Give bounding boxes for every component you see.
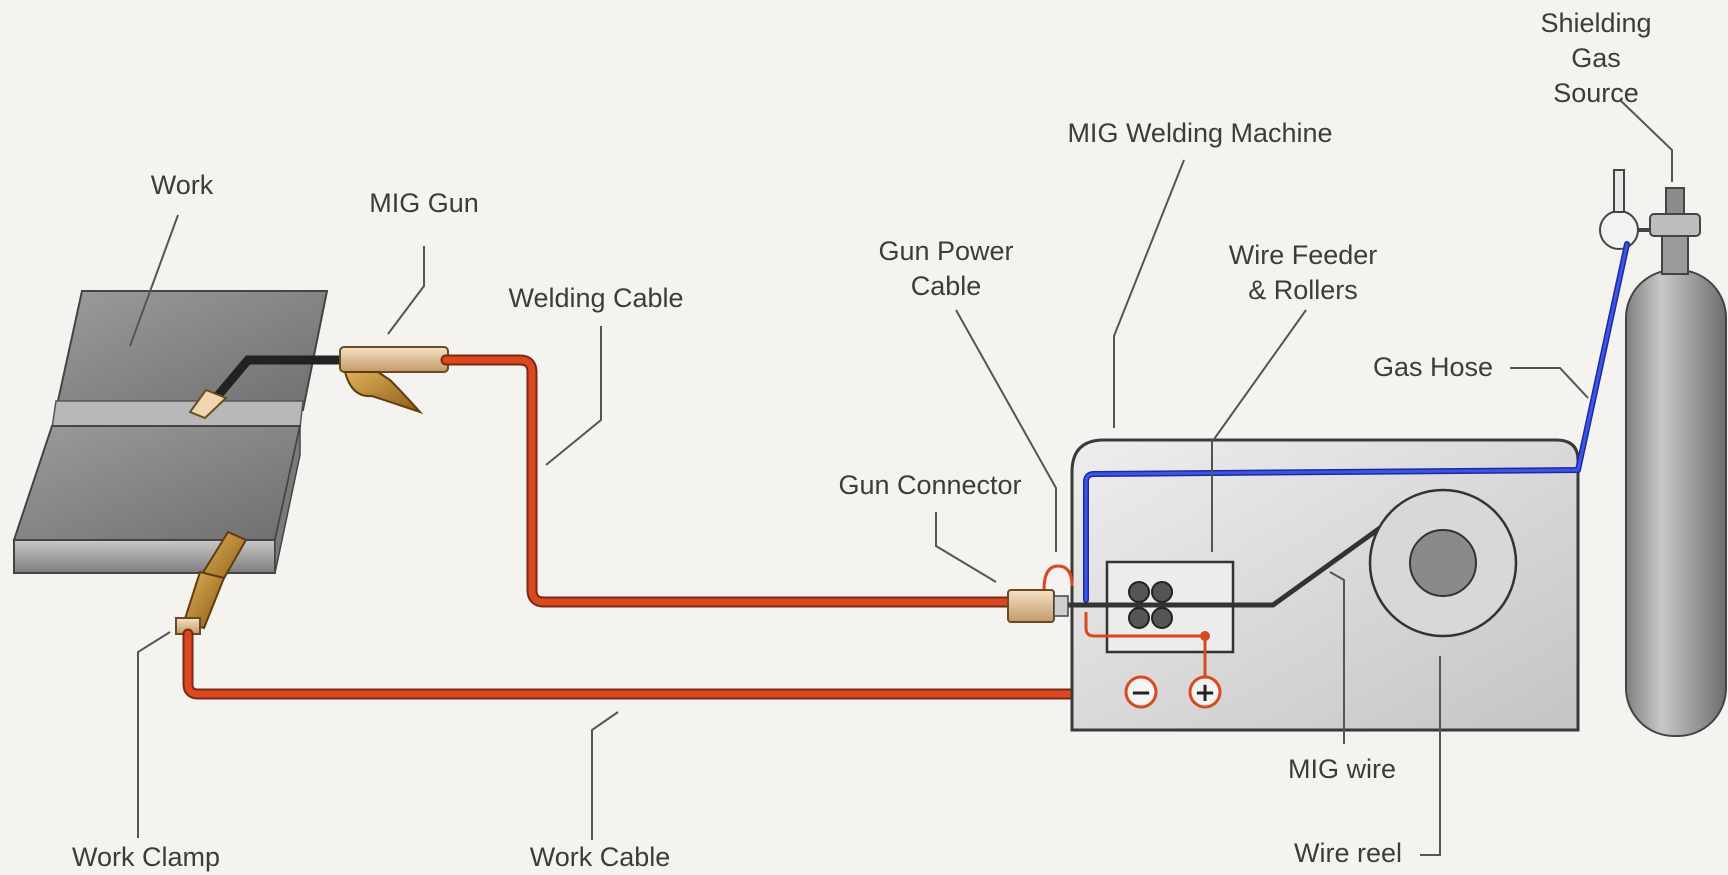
mig-gun-neck — [205, 355, 347, 410]
leader-work — [129, 214, 179, 347]
label-wire-feeder-line1: Wire Feeder — [1228, 240, 1378, 270]
feed-rollers — [1128, 581, 1173, 629]
label-mig-wire: MIG wire — [1288, 754, 1396, 784]
label-shielding-gas-line2: Source — [1553, 78, 1639, 108]
label-gun-connector: Gun Connector — [838, 470, 1022, 500]
label-wire-feeder: Wire Feeder & Rollers — [1229, 238, 1378, 308]
work-cable-fill — [184, 630, 1132, 698]
leader-mig-wire — [1329, 571, 1345, 744]
leader-gun-power-cable — [955, 309, 1057, 552]
gas-cylinder-knob — [1665, 187, 1685, 215]
wire-reel-hub — [1409, 529, 1477, 597]
label-mig-welding-machine: MIG Welding Machine — [1067, 118, 1333, 148]
welding-machine: − + — [1007, 241, 1630, 732]
mig-gun-handle — [339, 346, 449, 373]
work-plate-lower — [12, 425, 302, 541]
label-shielding-gas-line1: Shielding Gas — [1540, 8, 1652, 73]
mig-wire — [1063, 525, 1383, 608]
regulator-stem — [1613, 169, 1625, 213]
work-plate — [12, 290, 329, 574]
mig-gun-nozzle — [188, 388, 228, 420]
gas-cylinder — [1599, 169, 1727, 737]
work-clamp — [175, 530, 248, 635]
leader-lines — [129, 99, 1673, 856]
work-clamp-jaw-lower — [182, 570, 226, 630]
label-gas-hose: Gas Hose — [1372, 352, 1494, 382]
gas-hose-fill — [1084, 242, 1629, 602]
gas-cylinder-body — [1625, 269, 1727, 737]
mig-gun-trigger — [343, 371, 424, 415]
leader-shielding-gas — [1619, 99, 1673, 182]
internal-junction — [1200, 631, 1210, 641]
leader-welding-cable — [545, 326, 602, 466]
welding-cable-fill — [442, 356, 1014, 606]
label-work: Work — [150, 170, 214, 200]
negative-terminal-symbol: − — [1130, 678, 1152, 708]
gun-power-cable — [1042, 564, 1074, 591]
label-shielding-gas-source: Shielding Gas Source — [1530, 6, 1662, 111]
mig-gun — [188, 346, 449, 420]
label-gun-power-cable: Gun Power Cable — [878, 234, 1013, 304]
label-mig-gun: MIG Gun — [369, 188, 479, 218]
positive-terminal-symbol: + — [1194, 678, 1216, 708]
label-welding-cable: Welding Cable — [508, 283, 684, 313]
gun-connector-socket — [1053, 595, 1069, 617]
gas-cylinder-neck — [1661, 235, 1689, 275]
cables — [182, 354, 1134, 700]
leader-wire-reel — [1420, 656, 1441, 856]
label-gun-power-cable-line2: Cable — [910, 271, 982, 301]
leader-mig-gun — [387, 246, 425, 335]
work-cable — [182, 628, 1134, 700]
gas-cylinder-valve — [1649, 213, 1701, 237]
gun-connector — [1007, 589, 1055, 623]
leader-machine — [1113, 159, 1185, 428]
label-work-clamp: Work Clamp — [71, 842, 221, 872]
work-plate-seam — [51, 400, 304, 429]
positive-terminal: + — [1188, 675, 1222, 709]
leader-work-cable — [591, 711, 619, 840]
label-wire-reel: Wire reel — [1293, 838, 1403, 868]
leader-wire-feeder — [1211, 309, 1307, 552]
label-wire-feeder-line2: & Rollers — [1248, 275, 1358, 305]
leader-work-clamp — [137, 631, 171, 838]
label-work-cable: Work Cable — [529, 842, 671, 872]
work-plate-upper — [54, 290, 329, 411]
label-gun-power-cable-line1: Gun Power — [878, 236, 1014, 266]
leader-gun-connector — [935, 512, 997, 583]
negative-terminal: − — [1124, 675, 1158, 709]
leader-gas-hose — [1510, 367, 1589, 399]
work-plate-side — [274, 425, 301, 574]
regulator-gauge — [1599, 210, 1639, 250]
internal-positive-lead — [1084, 612, 1207, 678]
